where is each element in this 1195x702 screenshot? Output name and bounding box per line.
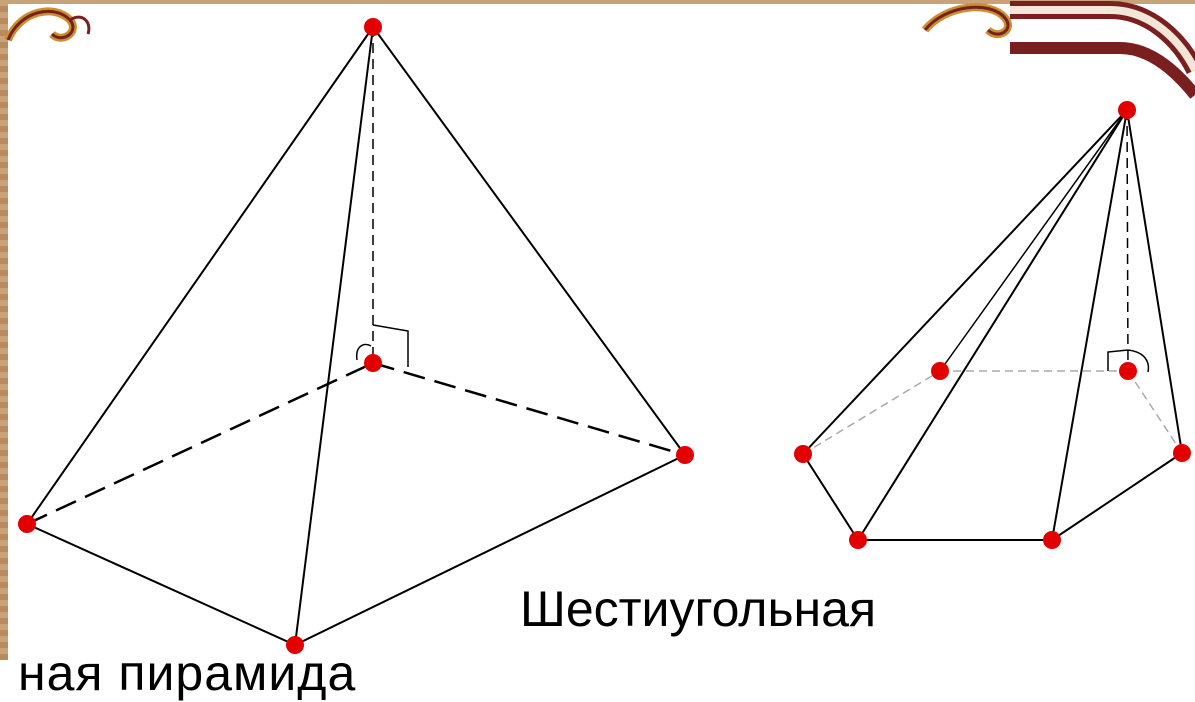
vertex-apex: [1118, 101, 1136, 119]
lateral-edge: [802, 109, 1128, 455]
ornamental-border-left: [0, 0, 8, 660]
pyramids-diagram: [4, 1, 1195, 654]
lateral-edge: [26, 26, 374, 525]
lateral-edge-back: [939, 109, 1128, 372]
vertex-base: [1173, 444, 1191, 462]
vertex-base: [849, 531, 867, 549]
vertex-base: [794, 445, 812, 463]
hidden-base-edge: [802, 370, 941, 455]
caption-cut-off: ная пирамида: [18, 645, 357, 701]
vertex-height-foot: [1119, 362, 1137, 380]
vertex-base: [1043, 531, 1061, 549]
ornamental-border-top: [0, 0, 1195, 4]
corner-ornament-right: [921, 1, 1195, 99]
lateral-edge: [372, 26, 686, 456]
right-angle-arc: [1127, 349, 1150, 373]
vertex-base: [286, 636, 304, 654]
height-dashed-line: [1126, 109, 1129, 372]
right-angle-mark: [372, 324, 409, 367]
lateral-edge: [1051, 109, 1128, 541]
caption-hexagonal: Шестиугольная: [520, 581, 877, 637]
corner-ornament-left: [4, 7, 91, 42]
vertex-apex: [364, 18, 382, 36]
lateral-edge: [1126, 109, 1183, 454]
quadrilateral-pyramid: [18, 18, 694, 654]
vertex-base: [931, 362, 949, 380]
base-edge: [294, 454, 686, 646]
vertex-base: [676, 446, 694, 464]
base-edge: [1051, 452, 1183, 541]
base-edge: [26, 523, 296, 646]
vertex-base: [18, 515, 36, 533]
right-angle-mark: [1107, 349, 1129, 371]
hexagonal-pyramid: [794, 101, 1191, 549]
right-angle-arc: [355, 343, 372, 361]
hidden-base-edge: [372, 361, 686, 457]
lateral-edge: [857, 109, 1128, 541]
base-edge: [802, 453, 859, 541]
vertex-height-foot: [364, 354, 382, 372]
lateral-edge: [294, 26, 374, 646]
hidden-base-edge: [1127, 370, 1183, 454]
